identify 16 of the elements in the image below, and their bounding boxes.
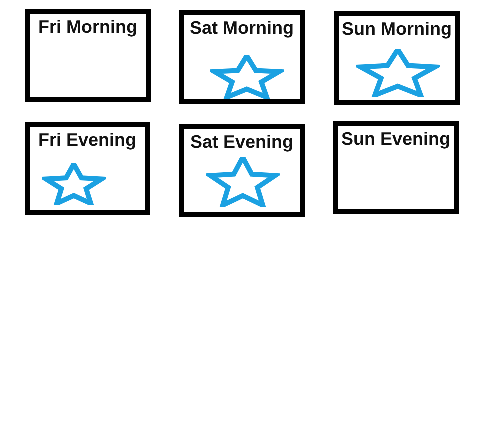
- star-icon: [210, 55, 284, 99]
- box-title: Fri Evening: [37, 130, 138, 151]
- box-title: Sun Morning: [341, 19, 453, 40]
- schedule-box: [179, 10, 305, 104]
- box-title: Sat Evening: [189, 132, 295, 153]
- star-icon: [206, 157, 280, 207]
- schedule-box: [334, 11, 460, 105]
- box-title: Sat Morning: [189, 18, 295, 39]
- box-title: Fri Morning: [38, 17, 138, 38]
- schedule-box: [179, 124, 305, 217]
- star-icon: [42, 163, 106, 205]
- star-icon: [356, 49, 440, 97]
- schedule-box: [25, 122, 150, 215]
- box-title: Sun Evening: [340, 129, 452, 150]
- schedule-box: [333, 121, 459, 214]
- schedule-box: [25, 9, 151, 102]
